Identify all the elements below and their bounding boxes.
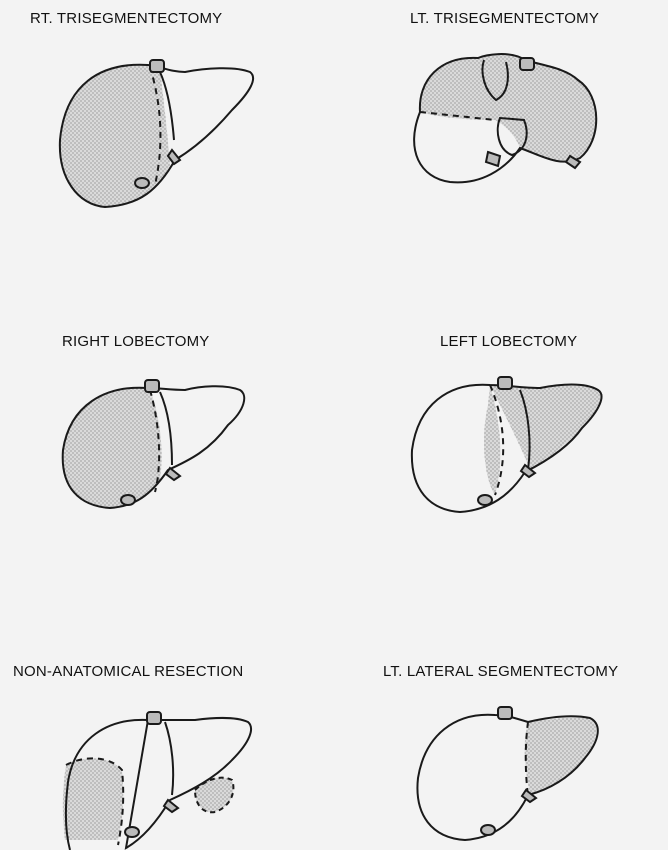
- liver-right-lobectomy: [63, 380, 245, 508]
- liver-non-anatomical-resection: [63, 712, 251, 850]
- liver-rt-trisegmentectomy: [60, 60, 253, 207]
- resected-region: [60, 65, 170, 207]
- resected-region: [63, 388, 162, 508]
- resected-region: [63, 758, 123, 840]
- resected-region: [484, 385, 500, 495]
- resected-region: [195, 778, 233, 813]
- liver-lt-trisegmentectomy: [414, 54, 596, 182]
- liver-lt-lateral-segmentectomy: [417, 707, 597, 840]
- liver-left-lobectomy: [412, 377, 602, 512]
